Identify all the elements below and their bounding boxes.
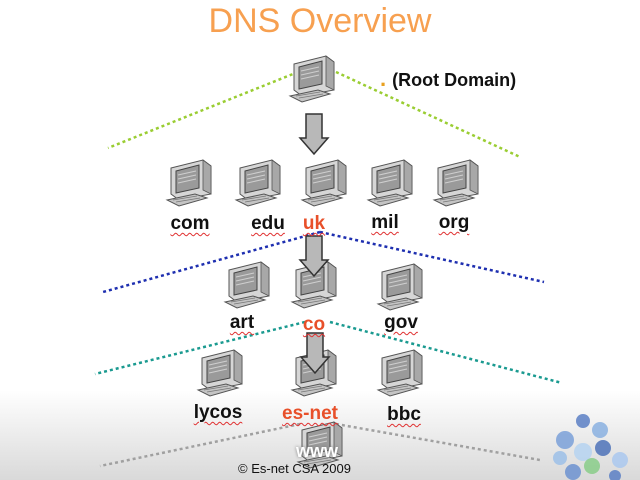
- down-arrow-icon: [299, 113, 329, 155]
- third-level-label-lycos: lycos: [193, 402, 243, 423]
- second-level-label-co: co: [302, 314, 326, 335]
- page-title: DNS Overview: [208, 2, 432, 40]
- second-right-line: [329, 320, 563, 385]
- third-level-label-es-net: es-net: [282, 403, 338, 424]
- third-level-label-bbc: bbc: [387, 404, 421, 425]
- level-lines: [94, 70, 563, 468]
- tld-label-com: com: [170, 213, 210, 234]
- computer-icon: [377, 263, 423, 311]
- computer-icon: [301, 159, 347, 207]
- root-right-line: [335, 70, 521, 159]
- computer-icon: [166, 159, 212, 207]
- second-level-label-gov: gov: [384, 312, 418, 333]
- root-domain-label: .(Root Domain): [380, 66, 516, 92]
- computer-icon: [289, 55, 335, 103]
- computer-icon: [433, 159, 479, 207]
- root-left-line: [107, 70, 299, 150]
- computer-icon: [377, 349, 423, 397]
- second-left-line: [94, 320, 306, 376]
- root-domain-text: (Root Domain): [392, 70, 517, 90]
- copyright-text: © Es-net CSA 2009: [238, 461, 351, 476]
- tld-label-org: org: [438, 212, 470, 233]
- computer-icon: [235, 159, 281, 207]
- second-level-label-art: art: [229, 312, 255, 333]
- tld-label-mil: mil: [371, 212, 399, 233]
- root-dot: .: [380, 66, 387, 91]
- decorative-dots-icon: [553, 414, 628, 480]
- third-left-line: [99, 422, 301, 468]
- tld-right-line: [319, 230, 545, 284]
- computer-icon: [197, 349, 243, 397]
- third-right-line: [335, 422, 541, 462]
- host-label-www: www: [295, 441, 339, 461]
- tld-label-uk: uk: [302, 213, 326, 234]
- tld-left-line: [102, 230, 321, 294]
- tld-label-edu: edu: [251, 213, 285, 234]
- computer-icon: [224, 261, 270, 309]
- computer-icon: [367, 159, 413, 207]
